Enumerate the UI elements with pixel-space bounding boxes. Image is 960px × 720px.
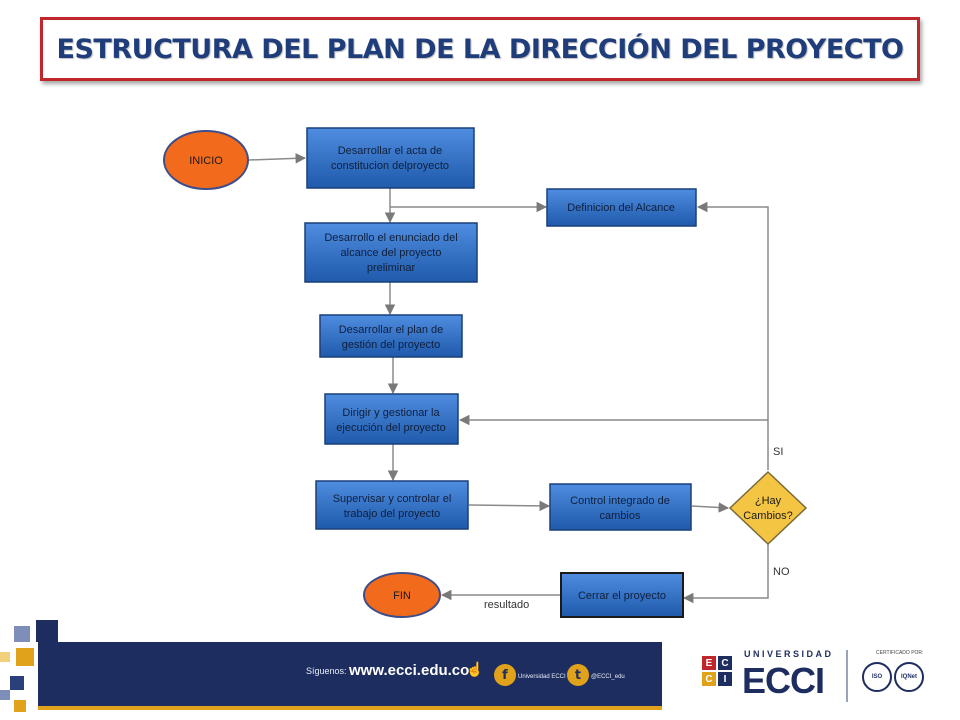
node-label-line: Dirigir y gestionar la [342, 407, 440, 419]
node-fin: FIN [363, 572, 441, 618]
node-control: Control integrado de cambios [549, 483, 692, 531]
node-control-label: Control integrado de cambios [570, 495, 670, 522]
node-label-line: Definicion del Alcance [567, 202, 675, 214]
node-supervisar: Supervisar y controlar el trabajo del pro… [315, 480, 469, 530]
node-label-line: Desarrollar el acta de [338, 145, 443, 157]
page-title: ESTRUCTURA DEL PLAN DE LA DIRECCIÓN DEL … [56, 33, 904, 65]
footer-band: Síguenos: www.ecci.edu.co ☝ f Universida… [38, 642, 662, 710]
connectors [248, 153, 769, 604]
logo-letter: C [718, 656, 732, 670]
node-cerrar: Cerrar el proyecto [560, 572, 684, 618]
twitter-icon[interactable]: t [567, 664, 589, 686]
node-alcance: Definicion del Alcance [546, 188, 697, 227]
footer-url-link[interactable]: www.ecci.edu.co [349, 662, 470, 679]
node-dirigir-label: Dirigir y gestionar la ejecución del proy… [336, 407, 445, 434]
facebook-label: Universidad ECCI [518, 674, 566, 680]
node-label-line: Desarrollo el enunciado del [324, 232, 457, 244]
logo-letter: C [702, 672, 716, 686]
logo-divider [846, 650, 848, 702]
certified-by-label: CERTIFICADO POR: [876, 650, 924, 656]
node-plan-label: Desarrollar el plan de gestión del proyec… [339, 324, 444, 351]
node-label-line: gestión del proyecto [342, 339, 440, 351]
hand-cursor-icon: ☝ [466, 661, 484, 677]
node-plan: Desarrollar el plan de gestión del proyec… [319, 314, 463, 358]
node-supervisar-label: Supervisar y controlar el trabajo del pro… [333, 493, 452, 520]
edge-inicio-acta [248, 153, 307, 164]
footer-follow-label: Síguenos: [306, 666, 347, 676]
university-logo: E C C I UNIVERSIDAD ECCI CERTIFICADO POR… [700, 640, 940, 710]
edge-label-si: SI [773, 446, 783, 458]
node-label-line: ejecución del proyecto [336, 422, 445, 434]
node-acta: Desarrollar el acta de constitucion delpr… [306, 127, 475, 189]
title-box: ESTRUCTURA DEL PLAN DE LA DIRECCIÓN DEL … [40, 17, 920, 81]
edge-decision-no [682, 544, 769, 604]
edge-decision-si [696, 201, 769, 470]
flowchart: INICIO FIN Desarrollar el acta de constit… [163, 127, 808, 618]
node-inicio: INICIO [163, 130, 249, 190]
logo-letter: E [702, 656, 716, 670]
node-enunciado: Desarrollo el enunciado del alcance del p… [304, 222, 478, 283]
logo-name: ECCI [742, 660, 825, 701]
node-label-line: Desarrollar el plan de [339, 324, 444, 336]
node-label-line: cambios [600, 510, 641, 522]
edge-label-resultado: resultado [484, 599, 529, 611]
edge-label-no: NO [773, 566, 790, 578]
edge-supervisar-control [468, 500, 551, 512]
logo-letter: I [718, 672, 732, 686]
facebook-icon[interactable]: f [494, 664, 516, 686]
node-label-line: Cambios? [743, 510, 793, 522]
iso-badge-icon: ISO [862, 662, 892, 692]
node-label-line: preliminar [367, 262, 416, 274]
node-label-line: alcance del proyecto [341, 247, 442, 259]
twitter-label: @ECCI_edu [591, 674, 625, 680]
node-alcance-label: Definicion del Alcance [567, 202, 675, 214]
iqnet-badge-icon: IQNet [894, 662, 924, 692]
node-label-line: ¿Hay [755, 495, 782, 507]
node-label-line: constitucion delproyecto [331, 160, 449, 172]
node-inicio-label: INICIO [189, 155, 223, 167]
node-fin-label: FIN [393, 590, 411, 602]
node-enunciado-label: Desarrollo el enunciado del alcance del p… [324, 232, 457, 274]
node-acta-label: Desarrollar el acta de constitucion delpr… [331, 145, 449, 172]
edge-control-decision [691, 502, 730, 513]
logo-university-label: UNIVERSIDAD [744, 649, 834, 659]
node-dirigir: Dirigir y gestionar la ejecución del proy… [324, 393, 459, 445]
node-cerrar-label: Cerrar el proyecto [578, 590, 666, 602]
node-label-line: trabajo del proyecto [344, 508, 441, 520]
node-label-line: Control integrado de [570, 495, 670, 507]
node-label-line: Cerrar el proyecto [578, 590, 666, 602]
node-label-line: Supervisar y controlar el [333, 493, 452, 505]
